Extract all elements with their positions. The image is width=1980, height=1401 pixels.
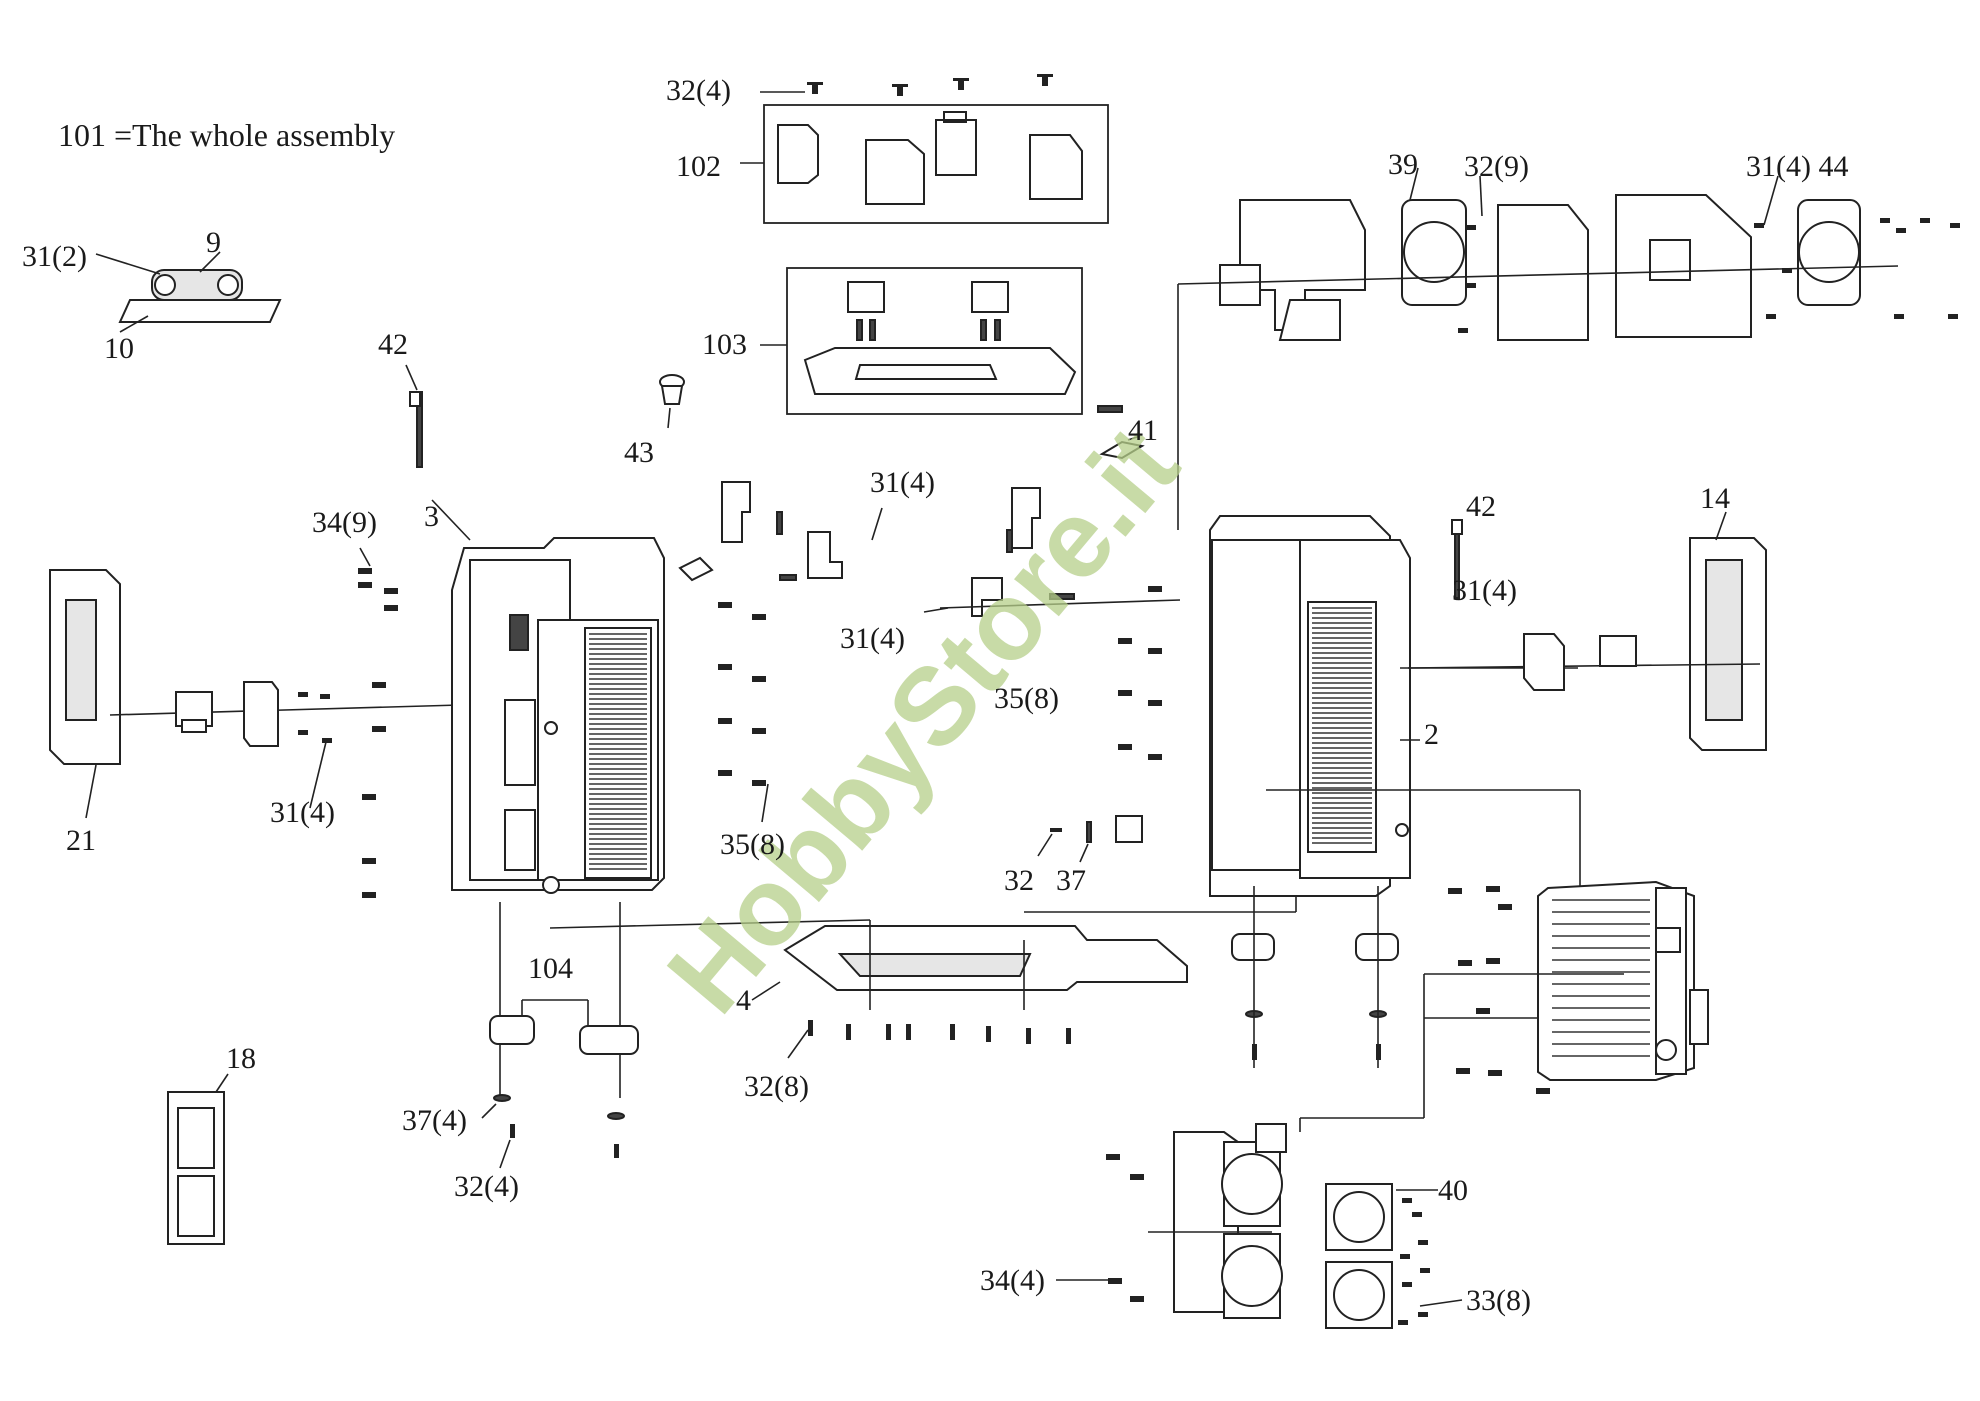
label-31-4-right: 31(4) — [1452, 574, 1517, 607]
part-heatsink-module — [1537, 880, 1709, 1081]
vent-grille-right — [1307, 601, 1377, 853]
label-32-8: 32(8) — [744, 1070, 809, 1103]
part-fan-module — [1173, 1123, 1393, 1329]
label-3: 3 — [424, 500, 439, 533]
label-37: 37 — [1056, 864, 1086, 897]
label-32-4-top: 32(4) — [666, 74, 731, 107]
label-31-4-left: 31(4) — [270, 796, 335, 829]
label-32: 32 — [1004, 864, 1034, 897]
label-39: 39 — [1388, 148, 1418, 181]
label-32-9: 32(9) — [1464, 150, 1529, 183]
label-35-8-mid: 35(8) — [720, 828, 785, 861]
part-42-right — [1451, 519, 1463, 599]
part-103-frame — [786, 267, 1083, 415]
part-42-left — [409, 391, 423, 468]
part-right-connector — [1523, 633, 1637, 691]
label-31-4-midlow: 31(4) — [840, 622, 905, 655]
label-37-4: 37(4) — [402, 1104, 467, 1137]
label-103: 103 — [702, 328, 747, 361]
label-9: 9 — [206, 226, 221, 259]
label-18: 18 — [226, 1042, 256, 1075]
part-top-right-housing — [1219, 194, 1861, 341]
label-21: 21 — [66, 824, 96, 857]
heatsink-fins — [1552, 899, 1650, 1057]
label-4: 4 — [736, 984, 751, 1017]
part-2-main-housing — [1209, 515, 1411, 897]
label-40: 40 — [1438, 1174, 1468, 1207]
assembly-note: 101 =The whole assembly — [58, 117, 395, 153]
label-104: 104 — [528, 952, 573, 985]
screws-32-top — [807, 74, 1053, 96]
screws-fan — [1106, 1154, 1430, 1325]
part-41-plate — [1097, 405, 1145, 460]
vent-grille-left — [584, 627, 652, 879]
label-42-right: 42 — [1466, 490, 1496, 523]
label-14: 14 — [1700, 482, 1730, 515]
part-18-bracket — [167, 1091, 225, 1245]
vent-fins-left — [589, 633, 647, 870]
part-4-base — [783, 925, 1188, 991]
label-43: 43 — [624, 436, 654, 469]
label-34-9: 34(9) — [312, 506, 377, 539]
part-32-37-small — [1050, 815, 1143, 843]
screws-32-8 — [808, 1020, 1071, 1044]
screws-34-9 — [298, 568, 398, 898]
callout-labels: 32(4) 102 103 31(2) 9 10 42 43 41 39 32(… — [22, 74, 1848, 1317]
label-32-4-bottom: 32(4) — [454, 1170, 519, 1203]
screws-35-8-right — [1118, 586, 1162, 760]
part-43-knob — [659, 374, 685, 405]
label-42-left: 42 — [378, 328, 408, 361]
label-2: 2 — [1424, 718, 1439, 751]
part-21-side-panel — [49, 569, 121, 765]
part-3-main-housing — [451, 537, 665, 894]
part-14-side-panel — [1689, 537, 1767, 751]
label-34-4: 34(4) — [980, 1264, 1045, 1297]
part-right-feet — [1231, 933, 1399, 1060]
screws-35-8-mid — [718, 602, 766, 786]
label-31-2: 31(2) — [22, 240, 87, 273]
screws-heatsink — [1448, 886, 1550, 1094]
label-33-8: 33(8) — [1466, 1284, 1531, 1317]
part-left-connector — [175, 681, 279, 747]
part-102-grips — [763, 104, 1109, 224]
label-31-4-mid: 31(4) — [870, 466, 935, 499]
screws-top-right — [1458, 218, 1960, 333]
label-41: 41 — [1128, 414, 1158, 447]
label-31-4-44: 31(4) 44 — [1746, 150, 1848, 183]
label-35-8-right: 35(8) — [994, 682, 1059, 715]
vent-fins-right — [1312, 607, 1372, 844]
part-center-brackets — [678, 481, 1075, 617]
label-10: 10 — [104, 332, 134, 365]
part-104-feet — [489, 1015, 639, 1158]
label-102: 102 — [676, 150, 721, 183]
part-9-10-hinge — [118, 269, 282, 323]
